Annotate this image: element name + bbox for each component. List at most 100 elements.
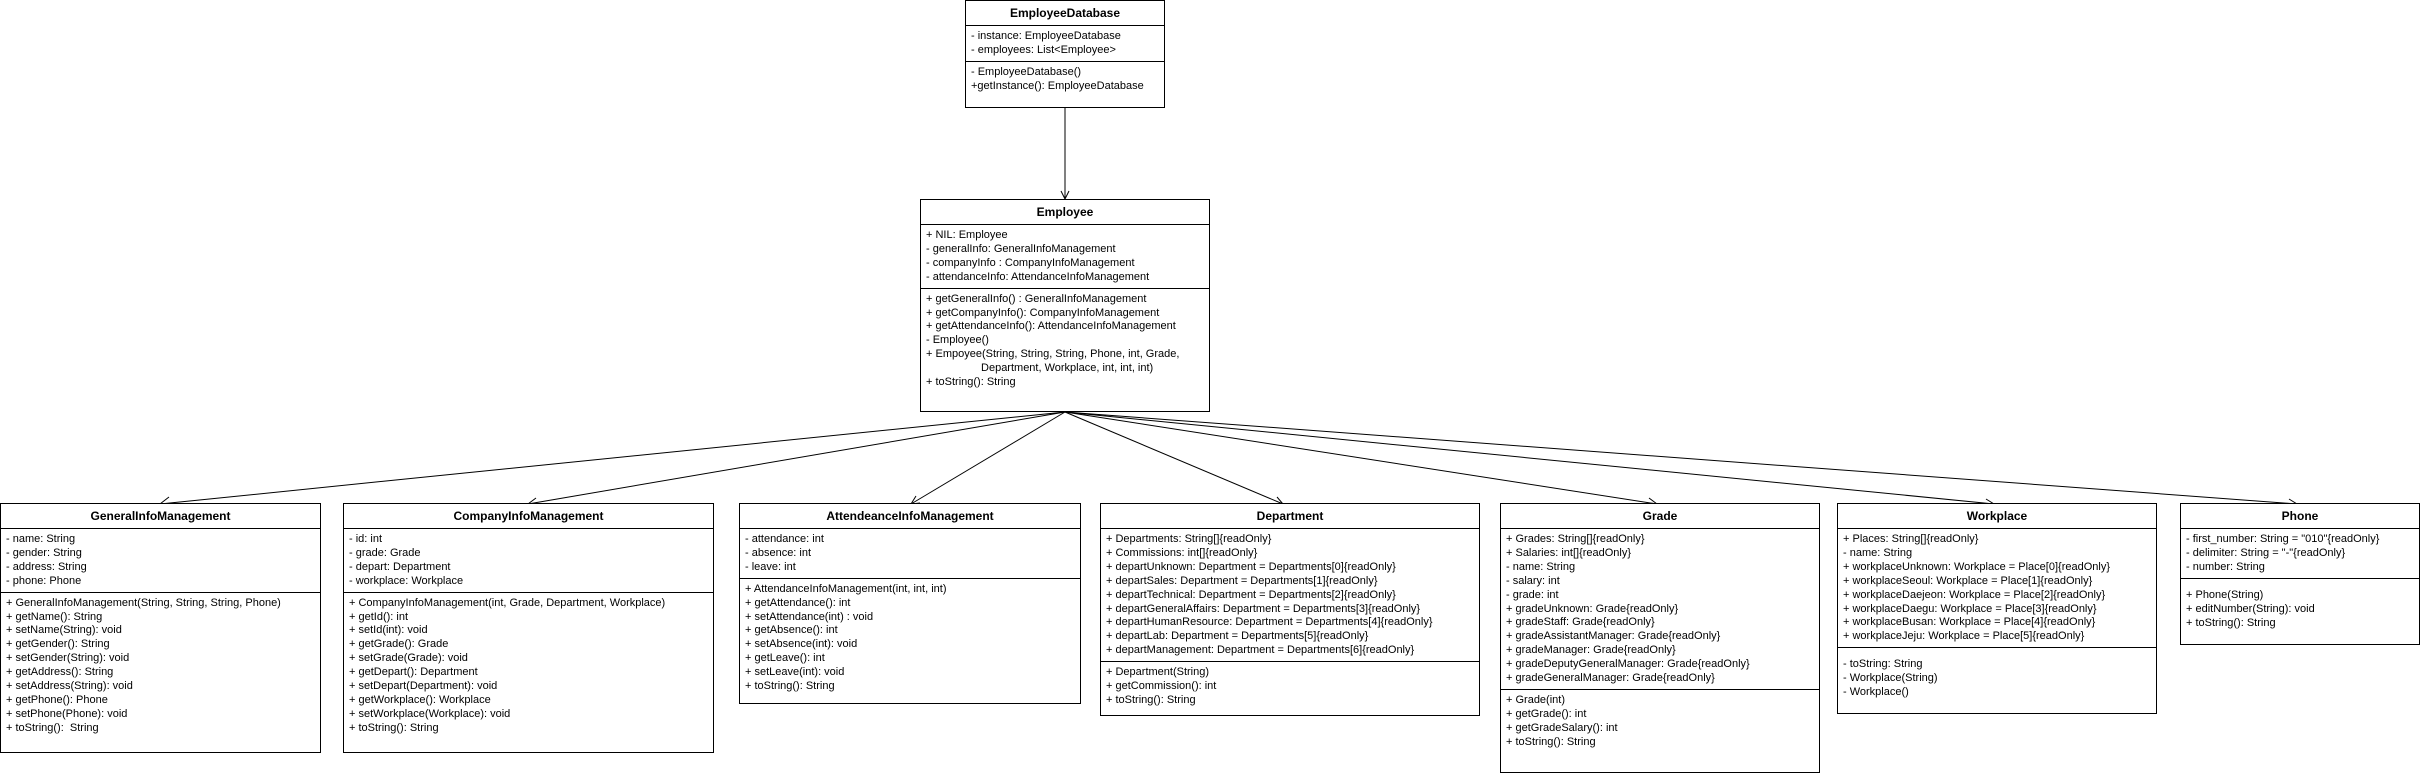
method: + toString(): String <box>6 721 99 734</box>
method: + setGender(String): void <box>6 652 130 665</box>
class-company-info-management[interactable]: CompanyInfoManagement - id: int - grade:… <box>343 503 714 753</box>
attribute: - phone: Phone <box>6 574 82 587</box>
method: + getWorkplace(): Workplace <box>349 693 491 706</box>
class-general-info-management[interactable]: GeneralInfoManagement - name: String - g… <box>0 503 321 753</box>
methods-section: + CompanyInfoManagement(int, Grade, Depa… <box>344 591 713 739</box>
arrow-employee-to-grade <box>1064 411 1658 505</box>
method: + toString(): String <box>1106 693 1196 706</box>
attribute: - grade: int <box>1506 588 1559 601</box>
class-phone[interactable]: Phone - first_number: String = "010"{rea… <box>2180 503 2420 645</box>
arrow-employee-to-phone <box>1064 411 2298 505</box>
method: + setDepart(Department): void <box>349 680 498 693</box>
attribute: - first_number: String = "010"{readOnly} <box>2186 533 2380 545</box>
method: + getGrade(): Grade <box>349 638 449 651</box>
method: + getAttendance(): int <box>745 596 851 609</box>
method: +getInstance(): EmployeeDatabase <box>971 79 1144 92</box>
class-name: GeneralInfoManagement <box>1 504 320 529</box>
method: - Workplace(String) <box>1843 672 1938 685</box>
method: + GeneralInfoManagement(String, String, … <box>6 596 281 609</box>
class-department[interactable]: Department + Departments: String[]{readO… <box>1100 503 1480 716</box>
method: + getAttendanceInfo(): AttendanceInfoMan… <box>926 320 1176 333</box>
method: + setAttendance(int) : void <box>745 610 874 623</box>
method: + setName(String): void <box>6 624 122 637</box>
arrow-employee-to-companyinfo <box>527 411 1066 505</box>
class-employee[interactable]: Employee + NIL: Employee - generalInfo: … <box>920 199 1210 412</box>
attribute: + departHumanResource: Department = Depa… <box>1106 616 1433 629</box>
method: + editNumber(String): void <box>2186 602 2315 615</box>
method: + getCommission(): int <box>1106 680 1217 693</box>
attribute: - name: String <box>6 533 76 545</box>
attributes-section: + Departments: String[]{readOnly} + Comm… <box>1101 529 1479 661</box>
methods-section: + AttendanceInfoManagement(int, int, int… <box>740 577 1080 697</box>
class-grade[interactable]: Grade + Grades: String[]{readOnly} + Sal… <box>1500 503 1820 773</box>
method: + toString(): String <box>1506 735 1596 748</box>
attributes-section: - instance: EmployeeDatabase - employees… <box>966 26 1164 61</box>
class-name: AttendeanceInfoManagement <box>740 504 1080 529</box>
class-name: Department <box>1101 504 1479 529</box>
method: + Phone(String) <box>2186 588 2264 601</box>
attribute: + gradeManager: Grade{readOnly} <box>1506 644 1676 657</box>
method: + getGrade(): int <box>1506 707 1587 720</box>
attribute: + gradeGeneralManager: Grade{readOnly} <box>1506 672 1715 685</box>
attribute: + Commissions: int[]{readOnly} <box>1106 546 1258 559</box>
attribute: - address: String <box>6 560 87 573</box>
attribute: - instance: EmployeeDatabase <box>971 30 1121 42</box>
attribute: - name: String <box>1843 546 1913 559</box>
method: + toString(): String <box>745 680 835 693</box>
method: + Empoyee(String, String, String, Phone,… <box>926 348 1180 361</box>
arrow-employee-to-generalinfo <box>159 411 1066 505</box>
class-name: Phone <box>2181 504 2419 529</box>
attributes-section: - attendance: int - absence: int - leave… <box>740 529 1080 578</box>
method: - Employee() <box>926 334 989 347</box>
class-attendance-info-management[interactable]: AttendeanceInfoManagement - attendance: … <box>739 503 1081 704</box>
attribute: - grade: Grade <box>349 546 421 559</box>
attribute: - number: String <box>2186 560 2265 573</box>
method: + setPhone(Phone): void <box>6 707 128 720</box>
class-employee-database[interactable]: EmployeeDatabase - instance: EmployeeDat… <box>965 0 1165 108</box>
method: + getDepart(): Department <box>349 666 478 679</box>
method: + setAbsence(int): void <box>745 638 858 651</box>
attributes-section: + Places: String[]{readOnly} - name: Str… <box>1838 529 2156 647</box>
method: + getAddress(): String <box>6 666 114 679</box>
method: + getCompanyInfo(): CompanyInfoManagemen… <box>926 306 1160 319</box>
attribute: + departGeneralAffairs: Department = Dep… <box>1106 602 1421 615</box>
method: - Workplace() <box>1843 686 1909 699</box>
attribute: - leave: int <box>745 560 796 573</box>
method: + AttendanceInfoManagement(int, int, int… <box>745 582 947 595</box>
method: + Department(String) <box>1106 666 1210 679</box>
attribute: + gradeStaff: Grade{readOnly} <box>1506 616 1655 629</box>
method: - toString: String <box>1843 658 1923 671</box>
attribute: + Grades: String[]{readOnly} <box>1506 533 1645 545</box>
method: Department, Workplace, int, int, int) <box>926 362 1154 375</box>
methods-section: + getGeneralInfo() : GeneralInfoManageme… <box>921 287 1209 393</box>
method: + getId(): int <box>349 610 409 623</box>
methods-section: + GeneralInfoManagement(String, String, … <box>1 591 320 739</box>
attributes-section: - name: String - gender: String - addres… <box>1 529 320 592</box>
method: + setWorkplace(Workplace): void <box>349 707 511 720</box>
method: + toString(): String <box>349 721 439 734</box>
attribute: - attendanceInfo: AttendanceInfoManageme… <box>926 270 1150 283</box>
class-name: CompanyInfoManagement <box>344 504 713 529</box>
attribute: + Salaries: int[]{readOnly} <box>1506 546 1632 559</box>
attribute: - attendance: int <box>745 533 824 545</box>
attribute: + NIL: Employee <box>926 229 1008 241</box>
class-name: Grade <box>1501 504 1819 529</box>
methods-section: - EmployeeDatabase() +getInstance(): Emp… <box>966 60 1164 97</box>
method: + setLeave(int): void <box>745 666 845 679</box>
method: + getGeneralInfo() : GeneralInfoManageme… <box>926 292 1147 305</box>
class-name: Workplace <box>1838 504 2156 529</box>
attribute: - delimiter: String = "-"{readOnly} <box>2186 546 2346 559</box>
attribute: + workplaceDaegu: Workplace = Place[3]{r… <box>1843 602 2097 615</box>
method: + getGradeSalary(): int <box>1506 721 1618 734</box>
method: + getName(): String <box>6 610 103 623</box>
class-name: EmployeeDatabase <box>966 1 1164 26</box>
attribute: - gender: String <box>6 546 82 559</box>
attribute: - workplace: Workplace <box>349 574 464 587</box>
attribute: - absence: int <box>745 546 812 559</box>
methods-section: - toString: String - Workplace(String) -… <box>1838 647 2156 703</box>
attribute: + workplaceUnknown: Workplace = Place[0]… <box>1843 560 2110 573</box>
class-workplace[interactable]: Workplace + Places: String[]{readOnly} -… <box>1837 503 2157 714</box>
attributes-section: + Grades: String[]{readOnly} + Salaries:… <box>1501 529 1819 689</box>
attributes-section: - id: int - grade: Grade - depart: Depar… <box>344 529 713 592</box>
